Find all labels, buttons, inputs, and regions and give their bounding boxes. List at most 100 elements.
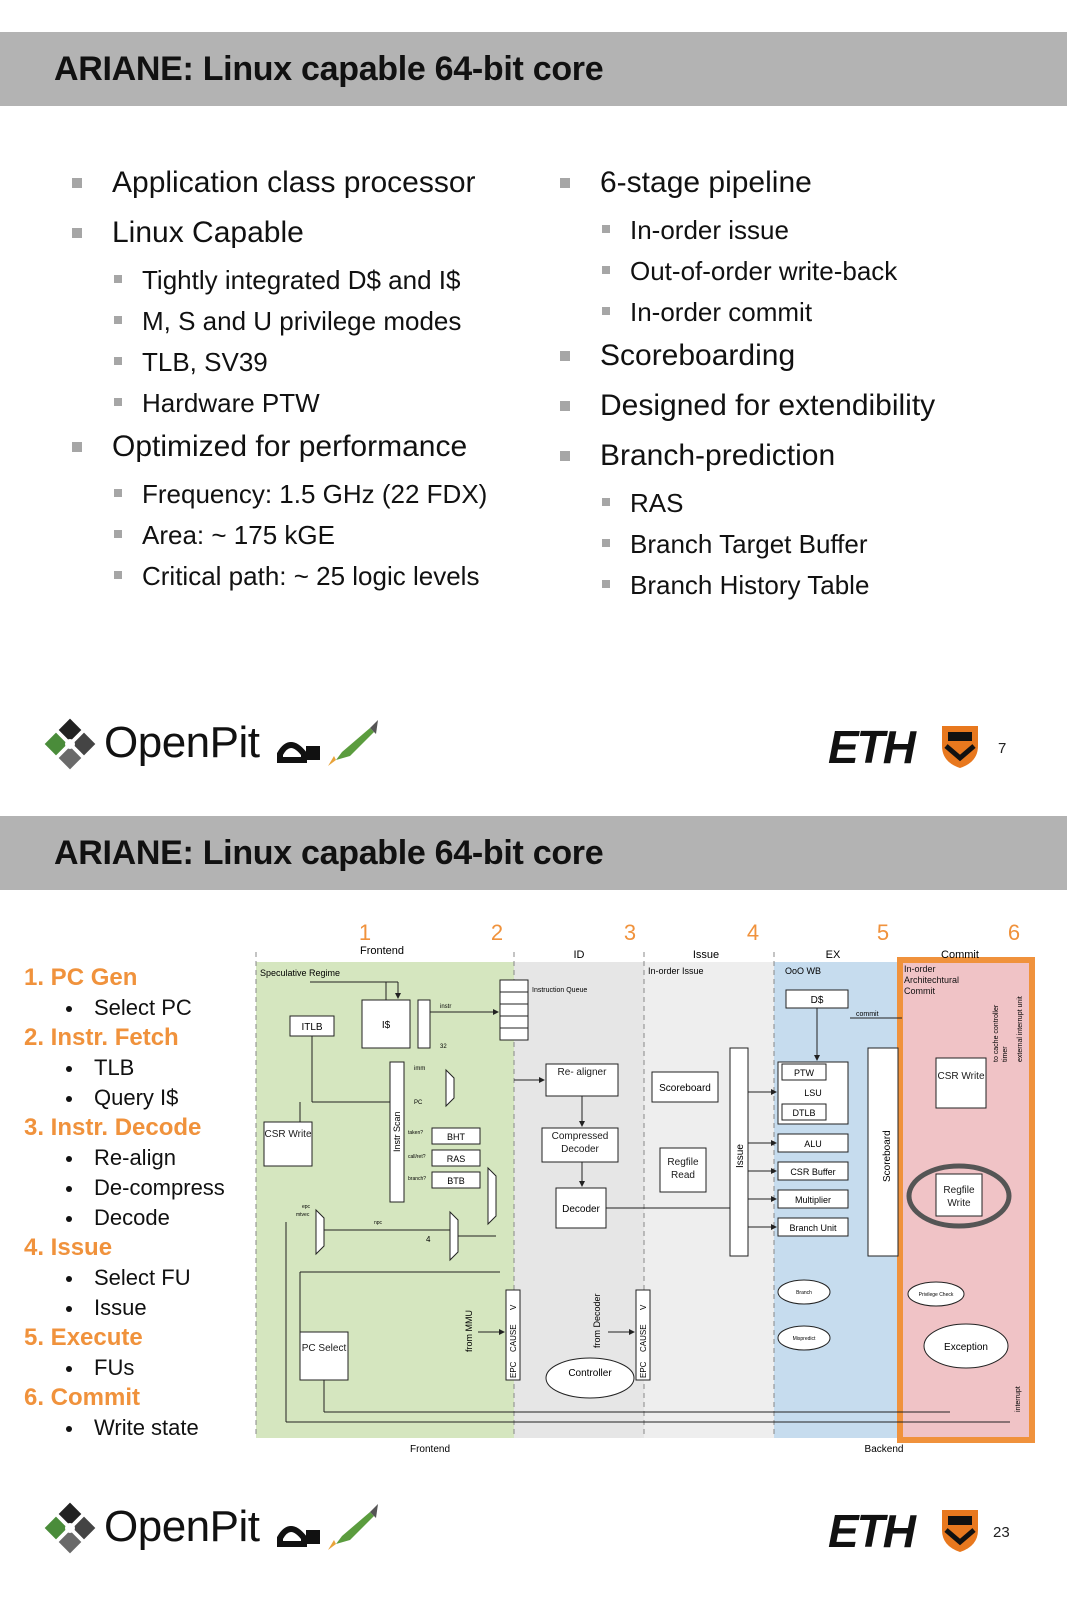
regfile-read-block — [659, 1147, 707, 1193]
mux — [445, 1068, 455, 1108]
substep-text: Issue — [94, 1295, 147, 1320]
mispredict-ellipse — [777, 1325, 831, 1351]
openpiton-logo: OpenPit — [38, 716, 388, 776]
pipeline-step: 1. PC Gen — [24, 964, 138, 991]
pipeline-step: 6. Commit — [24, 1384, 141, 1411]
exception-label: Exception — [944, 1342, 988, 1353]
csr-write-frontend-block — [263, 1121, 313, 1167]
openpiton-pit: Pit — [209, 1502, 260, 1551]
region-label-commit: In-order Architechtural Commit — [904, 964, 959, 996]
regfile-write-highlight — [906, 1163, 1012, 1229]
bullet-item: Tightly integrated D$ and I$ — [72, 260, 487, 301]
substep-text: Select PC — [94, 995, 192, 1020]
bullet-text: 6-stage pipeline — [600, 166, 812, 199]
bullet-text: Critical path: ~ 25 logic levels — [142, 561, 480, 591]
substep-text: Query I$ — [94, 1085, 179, 1110]
bullet-dot-icon — [66, 1156, 72, 1162]
pipeline-step: 3. Instr. Decode — [24, 1114, 202, 1141]
backend-bottom-label: Backend — [865, 1444, 904, 1455]
fetch-register — [417, 999, 431, 1049]
bullet-dot-icon — [66, 1066, 72, 1072]
stage-number: 2 — [491, 920, 503, 945]
bullet-item: Frequency: 1.5 GHz (22 FDX) — [72, 474, 487, 515]
pc-wire-label: PC — [414, 1100, 423, 1106]
bullet-text: Optimized for performance — [112, 430, 468, 463]
openpiton-logo: OpenPit — [38, 1500, 388, 1560]
epc-reg-label: EPC — [639, 1361, 648, 1378]
openpiton-wordmark: OpenPit — [104, 718, 260, 768]
pipeline-substep: Decode — [24, 1203, 225, 1233]
bullet-item: Application class processor — [72, 160, 487, 210]
controller-block — [545, 1357, 635, 1399]
pipeline-step: 2. Instr. Fetch — [24, 1024, 179, 1051]
multiplier-label: Multiplier — [795, 1195, 831, 1205]
issue-block — [729, 1047, 749, 1257]
bullet-item: In-order issue — [560, 210, 935, 251]
commit-highlight-box — [897, 957, 1035, 1443]
scoreboard-block — [651, 1071, 719, 1103]
bullet-item: In-order commit — [560, 292, 935, 333]
substep-text: Decode — [94, 1205, 170, 1230]
bullet-text: Tightly integrated D$ and I$ — [142, 265, 461, 295]
bullet-text: Out-of-order write-back — [630, 256, 898, 286]
bullet-text: Application class processor — [112, 166, 476, 199]
dtlb-label: DTLB — [792, 1108, 815, 1118]
btb-block — [431, 1171, 481, 1189]
regfile-write-label: Regfile Write — [943, 1185, 975, 1209]
openpiton-wordmark: OpenPit — [104, 1502, 260, 1552]
pipeline-substep: Select PC — [24, 993, 225, 1023]
stage-number: 1 — [359, 920, 371, 945]
openpiton-open: Open — [104, 718, 210, 767]
page-number: 7 — [998, 740, 1007, 757]
bullet-square-icon — [114, 489, 122, 497]
epc-label: epc — [302, 1204, 311, 1210]
realigner-block — [545, 1063, 619, 1097]
regfile-write-block — [935, 1173, 983, 1217]
bullet-square-icon — [602, 580, 610, 588]
bullet-dot-icon — [66, 1006, 72, 1012]
call-label: call/ret? — [408, 1154, 426, 1160]
frontend-bottom-label: Frontend — [410, 1444, 450, 1455]
icache-label: I$ — [382, 1020, 391, 1031]
instr-scan-block — [389, 1061, 405, 1203]
bullet-square-icon — [114, 275, 122, 283]
stage-number: 5 — [877, 920, 889, 945]
bullet-dot-icon — [66, 1216, 72, 1222]
pc-select-label: PC Select — [301, 1343, 347, 1354]
timer-label: timer — [1002, 1046, 1009, 1062]
bullet-text: Branch Target Buffer — [630, 529, 868, 559]
instr-queue-block — [499, 979, 529, 1041]
bullet-item: M, S and U privilege modes — [72, 301, 487, 342]
imm-label: imm — [414, 1066, 425, 1072]
mispredict-label: Mispredict — [793, 1336, 816, 1342]
region-label: Speculative Regime — [260, 968, 340, 978]
decoder-label: Decoder — [562, 1204, 600, 1215]
bullet-text: In-order issue — [630, 215, 789, 245]
bht-block — [431, 1127, 481, 1145]
pipeline-step: 4. Issue — [24, 1234, 113, 1261]
mux — [487, 1166, 497, 1226]
dtlb-block — [781, 1103, 827, 1121]
instr-scan-label: Instr Scan — [392, 1111, 402, 1152]
exception-reg-id — [635, 1289, 651, 1381]
bullet-item: Hardware PTW — [72, 383, 487, 424]
csr-write-label: CSR Write — [264, 1129, 312, 1140]
pipeline-substep: TLB — [24, 1053, 225, 1083]
epc-reg-label: EPC — [509, 1361, 518, 1378]
openpiton-mark-icon — [44, 718, 96, 770]
bullet-text: Hardware PTW — [142, 388, 320, 418]
ptw-label: PTW — [794, 1068, 815, 1078]
branch-ellipse — [777, 1279, 831, 1305]
bullet-dot-icon — [66, 1186, 72, 1192]
region-label: In-order Issue — [648, 966, 704, 976]
title-bar: ARIANE: Linux capable 64-bit core — [0, 816, 1067, 890]
v-reg-label: V — [639, 1304, 648, 1310]
bullet-dot-icon — [66, 1276, 72, 1282]
bullet-square-icon — [602, 266, 610, 274]
scoreboard-wb-label: Scoreboard — [882, 1130, 893, 1182]
csr-write-commit-label: CSR Write — [937, 1071, 985, 1082]
bullet-text: Designed for extendibility — [600, 389, 936, 422]
bullet-square-icon — [602, 307, 610, 315]
